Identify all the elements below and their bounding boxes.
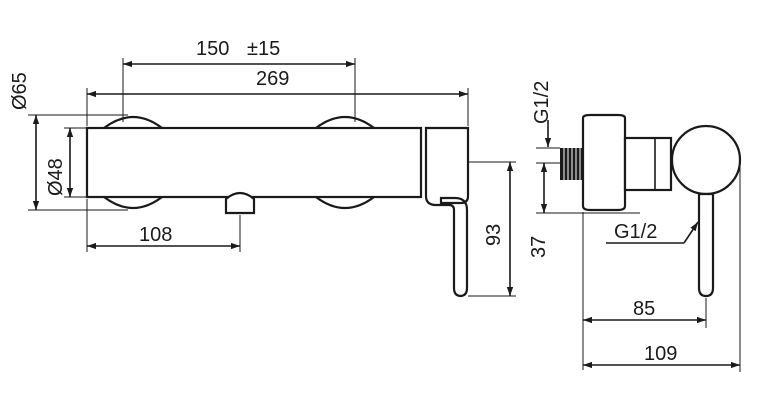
right-rosette-bottom [315,196,375,209]
lever-handle [424,126,470,298]
thread-top-label: G1/2 [531,81,553,124]
total-depth-label: 109 [644,343,677,365]
side-dimensions: G1/2 37 G1/2 85 109 [528,81,741,372]
outlet-offset-label: 108 [139,224,172,246]
thread-height-label: 37 [528,236,550,258]
left-rosette-bottom [103,196,163,209]
spacing-label: 150 [196,38,229,60]
dia-large-label: Ø65 [9,72,31,110]
thread-bottom-leader [683,221,699,244]
tolerance-label: ±15 [247,38,280,60]
dia-small-label: Ø48 [45,158,67,196]
side-view [560,113,742,298]
length-label: 269 [256,68,289,90]
thread-bottom-label: G1/2 [614,221,657,243]
lever-cap [670,124,742,196]
left-rosette-top [103,116,163,129]
lever-depth-label: 85 [633,298,655,320]
front-view [85,116,470,298]
front-dimensions: 150 ±15 269 Ø65 Ø48 108 93 [9,38,516,297]
mixer-body [85,126,423,199]
body-side [623,136,673,192]
shower-outlet [224,191,256,215]
lever-stem [697,192,715,298]
rosette-side [581,113,627,212]
lever-height-label: 93 [483,224,505,246]
right-rosette-top [315,116,375,129]
